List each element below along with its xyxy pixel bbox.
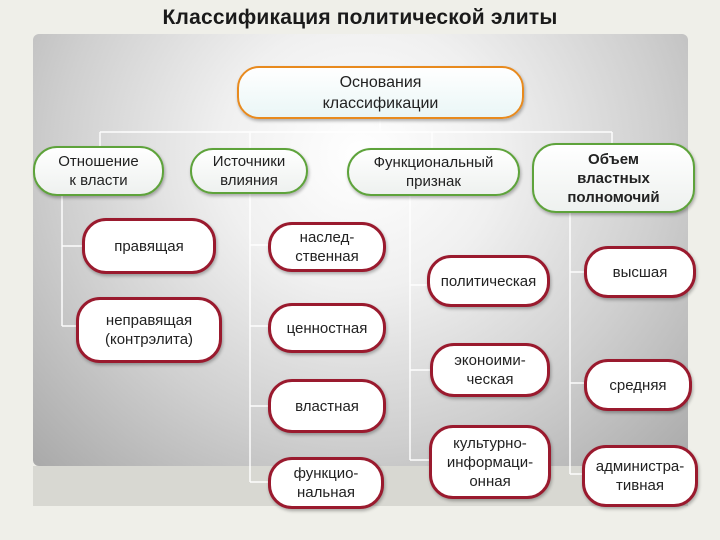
page-title: Классификация политической элиты <box>162 6 558 29</box>
item-non-ruling: неправящая (контрэлита) <box>76 297 222 363</box>
category-line: влияния <box>220 172 278 189</box>
item-line: тивная <box>616 477 664 494</box>
item-line: культурно- <box>453 434 527 452</box>
item-line: ческая <box>466 371 514 388</box>
category-power-relation: Отношение к власти <box>33 146 164 196</box>
item-hereditary: наслед- ственная <box>268 222 386 272</box>
item-line: (контрэлита) <box>104 331 194 348</box>
item-value: ценностная <box>268 303 386 353</box>
category-line: Источники <box>212 153 286 170</box>
item-political: политическая <box>427 255 550 307</box>
item-line: правящая <box>114 237 184 255</box>
item-functional: функцио- нальная <box>268 457 384 509</box>
item-cultural-informational: культурно- информаци- онная <box>429 425 551 499</box>
item-line: политическая <box>440 272 537 290</box>
item-line: нальная <box>297 484 355 501</box>
item-line: неправящая <box>105 312 193 329</box>
category-influence-sources: Источники влияния <box>190 148 308 194</box>
item-line: администра- <box>595 458 685 475</box>
category-line: Функциональный <box>373 154 494 171</box>
category-functional: Функциональный признак <box>347 148 520 196</box>
item-line: средняя <box>609 376 667 394</box>
category-line: властных <box>577 169 650 187</box>
category-line: признак <box>406 173 461 190</box>
root-line-1: Основания <box>339 73 422 91</box>
item-ruling: правящая <box>82 218 216 274</box>
item-line: эконоими- <box>454 352 526 369</box>
item-power: властная <box>268 379 386 433</box>
item-line: наслед- <box>299 229 355 246</box>
category-line: к власти <box>69 172 128 189</box>
category-line: Отношение <box>58 153 139 170</box>
category-line: полномочий <box>567 188 660 206</box>
item-line: ственная <box>295 248 359 265</box>
root-node: Основания классификации <box>237 66 524 119</box>
item-economic: эконоими- ческая <box>430 343 550 397</box>
item-line: онная <box>469 472 511 490</box>
category-power-scope: Объем властных полномочий <box>532 143 695 213</box>
item-administrative: администра- тивная <box>582 445 698 507</box>
root-line-2: классификации <box>322 94 439 112</box>
category-line: Объем <box>588 150 639 168</box>
item-line: высшая <box>612 263 668 281</box>
item-highest: высшая <box>584 246 696 298</box>
item-line: властная <box>295 397 359 415</box>
item-line: функцио- <box>293 465 359 482</box>
item-line: ценностная <box>286 319 368 337</box>
item-middle: средняя <box>584 359 692 411</box>
item-line: информаци- <box>446 453 534 471</box>
